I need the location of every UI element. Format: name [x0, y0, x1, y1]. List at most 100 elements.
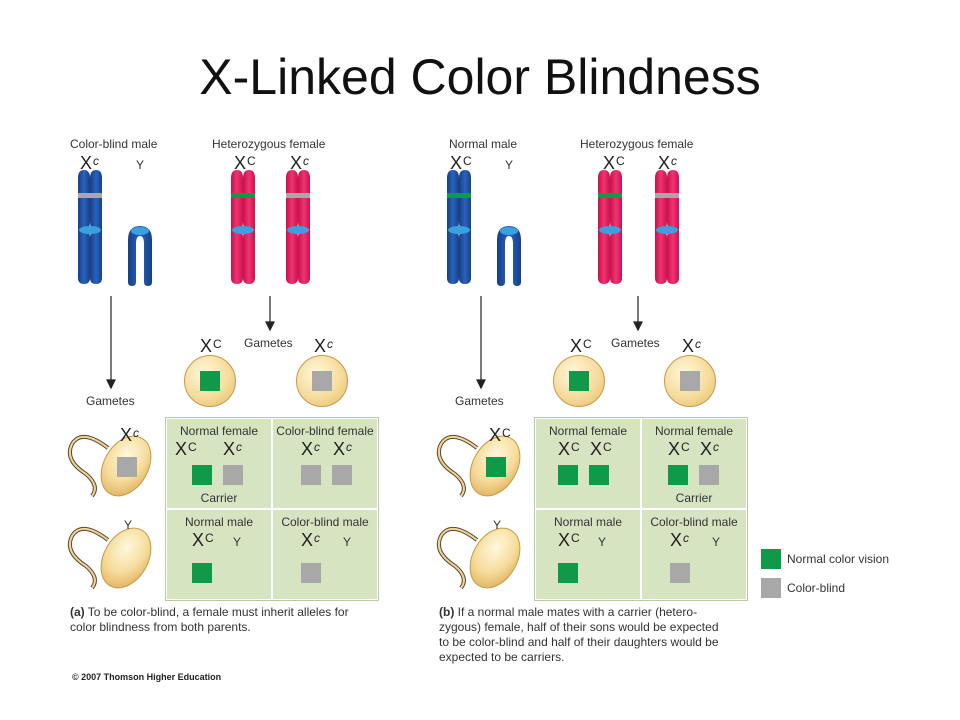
allele-square-normal	[558, 465, 578, 485]
chromosome-x2-female-a	[286, 170, 310, 284]
allele-square-normal	[558, 563, 578, 583]
cell-allele-2: Xc	[223, 439, 243, 459]
allele-square-colorblind	[670, 563, 690, 583]
legend-colorblind-swatch	[761, 578, 781, 598]
allele-b-female-x1: XC	[603, 153, 625, 173]
chromosome-x-male-b	[447, 170, 471, 284]
cell-allele-1: XC	[175, 439, 197, 459]
allele-a-female-x2: Xc	[290, 153, 310, 173]
cell-allele-2: Y	[233, 535, 242, 549]
cell-note-carrier: Carrier	[200, 491, 238, 505]
cell-allele-1: Xc	[670, 530, 690, 550]
cell-allele-1: Xc	[301, 439, 321, 459]
caption-a: (a) To be color-blind, a female must inh…	[70, 605, 349, 634]
allele-b-female-x2: Xc	[658, 153, 678, 173]
sperm-a-1-square	[117, 457, 137, 477]
cell-allele-2: Y	[343, 535, 352, 549]
chromosome-y-male-a	[128, 226, 152, 286]
egg-allele-a-1: XC	[200, 336, 222, 356]
cell-allele-1: XC	[192, 530, 214, 550]
punnett-a-cell-1: Normal female XC Xc Carrier	[166, 418, 272, 509]
cell-title: Normal male	[184, 515, 253, 529]
legend-colorblind-label: Color-blind	[787, 581, 846, 595]
allele-square-normal	[668, 465, 688, 485]
allele-a-male-x: Xc	[80, 153, 100, 173]
cell-title: Normal male	[553, 515, 622, 529]
punnett-a-cell-3: Normal male XC Y	[166, 509, 272, 600]
cell-title: Color-blind male	[650, 515, 738, 529]
sperm-allele-a-2: Y	[124, 518, 133, 532]
egg-b-2	[664, 355, 716, 407]
cell-allele-1: XC	[558, 530, 580, 550]
punnett-square-a: Normal female XC Xc Carrier Color-blind …	[165, 417, 379, 601]
sperm-a-1	[67, 435, 152, 498]
chromosome-x-male-a	[78, 170, 102, 284]
chromosome-x1-female-a	[231, 170, 255, 284]
punnett-a-cell-4: Color-blind male Xc Y	[272, 509, 378, 600]
punnett-b-cell-1: Normal female XC XC	[535, 418, 641, 509]
egg-a-2	[296, 355, 348, 407]
sperm-allele-a-1: Xc	[120, 425, 140, 445]
sperm-b-1-square	[486, 457, 506, 477]
parent-label-heterozygous-female-a: Heterozygous female	[212, 137, 326, 151]
sperm-a-2	[67, 527, 152, 590]
egg-b-1	[553, 355, 605, 407]
cell-allele-2: Y	[598, 535, 607, 549]
cell-allele-2: Xc	[700, 439, 720, 459]
cell-title: Color-blind female	[276, 424, 374, 438]
cell-allele-2: Xc	[333, 439, 353, 459]
allele-a-female-x1: XC	[234, 153, 256, 173]
sperm-b-2	[436, 527, 521, 590]
sperm-allele-b-1: XC	[489, 425, 511, 445]
allele-square-colorblind	[332, 465, 352, 485]
allele-square-colorblind	[301, 563, 321, 583]
egg-allele-b-2: Xc	[682, 336, 702, 356]
parent-label-heterozygous-female-b: Heterozygous female	[580, 137, 694, 151]
cell-allele-1: XC	[558, 439, 580, 459]
gametes-label-top-a: Gametes	[244, 336, 293, 350]
legend-normal-swatch	[761, 549, 781, 569]
legend-normal-label: Normal color vision	[787, 552, 890, 566]
allele-square-colorblind	[301, 465, 321, 485]
gametes-label-top-b: Gametes	[611, 336, 660, 350]
colorblind-allele-square	[680, 371, 700, 391]
gametes-label-side-a: Gametes	[86, 394, 135, 408]
allele-a-male-y: Y	[136, 158, 145, 172]
punnett-b-cell-4: Color-blind male Xc Y	[641, 509, 747, 600]
arrows	[106, 296, 643, 390]
chromosome-y-male-b	[497, 226, 521, 286]
punnett-square-b: Normal female XC XC Normal female XC Xc …	[534, 417, 748, 601]
cell-title: Normal female	[179, 424, 259, 438]
punnett-a-cell-2: Color-blind female Xc Xc	[272, 418, 378, 509]
egg-allele-a-2: Xc	[314, 336, 334, 356]
allele-b-male-x: XC	[450, 153, 472, 173]
allele-b-male-y: Y	[505, 158, 514, 172]
cell-note-carrier: Carrier	[675, 491, 713, 505]
punnett-b-cell-2: Normal female XC Xc Carrier	[641, 418, 747, 509]
allele-square-normal	[589, 465, 609, 485]
copyright: © 2007 Thomson Higher Education	[72, 672, 222, 682]
cell-title: Color-blind male	[281, 515, 369, 529]
page-title: X-Linked Color Blindness	[199, 49, 761, 105]
colorblind-allele-square	[312, 371, 332, 391]
parent-label-color-blind-male: Color-blind male	[70, 137, 158, 151]
sperm-b-1	[436, 435, 521, 498]
caption-b: (b) If a normal male mates with a carrie…	[439, 605, 719, 664]
egg-allele-b-1: XC	[570, 336, 592, 356]
allele-square-colorblind	[223, 465, 243, 485]
sperm-allele-b-2: Y	[493, 518, 502, 532]
cell-allele-2: XC	[590, 439, 612, 459]
punnett-b-cell-3: Normal male XC Y	[535, 509, 641, 600]
cell-title: Normal female	[548, 424, 628, 438]
cell-title: Normal female	[654, 424, 734, 438]
chromosome-x2-female-b	[655, 170, 679, 284]
gametes-label-side-b: Gametes	[455, 394, 504, 408]
cell-allele-2: Y	[712, 535, 721, 549]
normal-allele-square	[200, 371, 220, 391]
allele-square-colorblind	[699, 465, 719, 485]
cell-allele-1: XC	[668, 439, 690, 459]
parent-label-normal-male: Normal male	[449, 137, 518, 151]
chromosome-x1-female-b	[598, 170, 622, 284]
cell-allele-1: Xc	[301, 530, 321, 550]
normal-allele-square	[569, 371, 589, 391]
